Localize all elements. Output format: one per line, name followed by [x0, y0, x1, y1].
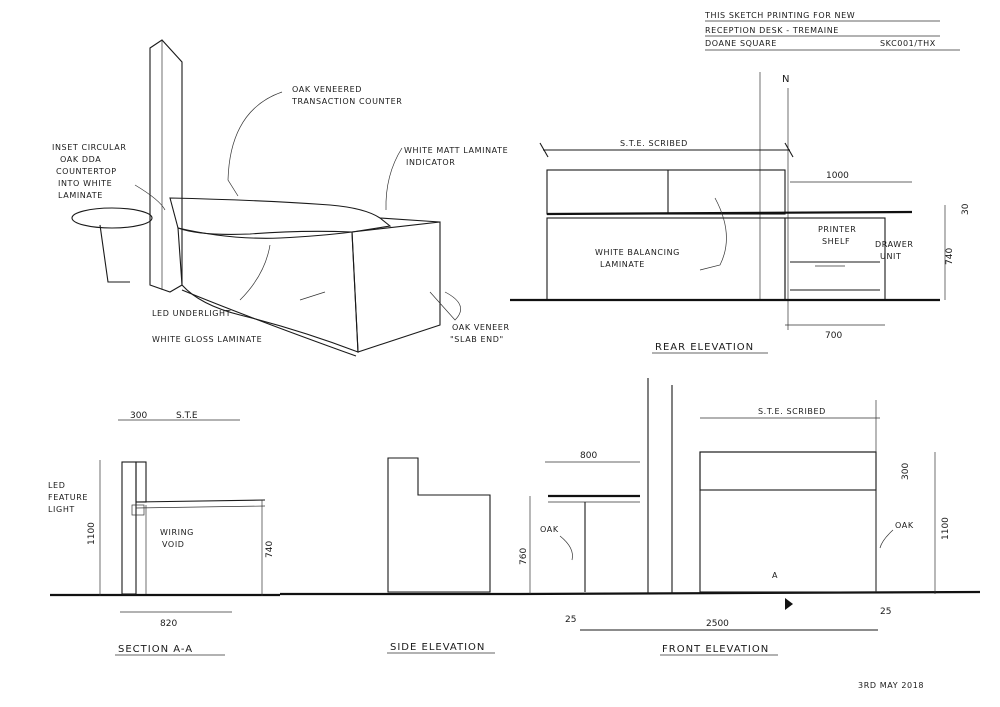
note-oak-end-2: "SLAB END" — [450, 335, 504, 344]
fe-dim-300: 300 — [901, 463, 911, 480]
side-elevation-title: SIDE ELEVATION — [390, 642, 485, 653]
dim-1000: 1000 — [826, 171, 849, 181]
section-aa: 300 S.T.E 1100 740 820 LED FEATURE LIGHT… — [48, 411, 280, 656]
note-inset-5: LAMINATE — [58, 191, 103, 200]
note-inset-4: INTO WHITE — [58, 179, 112, 188]
side-elevation: SIDE ELEVATION — [280, 457, 520, 654]
front-elevation-title: FRONT ELEVATION — [662, 644, 769, 655]
dim-30: 30 — [961, 203, 971, 215]
fe-dim-25b: 25 — [880, 607, 891, 617]
fe-dim-1100: 1100 — [941, 517, 951, 540]
sa-note-wiring-1: WIRING — [160, 528, 194, 537]
title-line-3: DOANE SQUARE — [705, 39, 777, 48]
title-line-1: THIS SKETCH PRINTING FOR NEW — [704, 11, 855, 20]
dim-700: 700 — [825, 331, 842, 341]
note-drawer-2: UNIT — [880, 252, 902, 261]
note-balancing-2: LAMINATE — [600, 260, 645, 269]
rear-elevation: N S.T.E. SCRIBED 1000 740 30 700 WHITE B… — [510, 72, 971, 354]
sa-note-wiring-2: VOID — [162, 540, 185, 549]
fe-marker-a: A — [772, 571, 778, 580]
dim-740: 740 — [945, 248, 955, 265]
front-elevation: 800 S.T.E. SCRIBED 300 1100 760 2500 25 … — [519, 378, 981, 656]
fe-note-oak-right: OAK — [895, 521, 914, 530]
note-printer-1: PRINTER — [818, 225, 856, 234]
drawing-date: 3RD MAY 2018 — [858, 681, 924, 690]
fe-note-oak-left: OAK — [540, 525, 559, 534]
note-white-gloss: WHITE GLOSS LAMINATE — [152, 335, 262, 344]
title-block: THIS SKETCH PRINTING FOR NEW RECEPTION D… — [704, 11, 960, 51]
note-oak-counter-1: OAK VENEERED — [292, 85, 362, 94]
rear-elevation-title: REAR ELEVATION — [655, 342, 754, 353]
sa-note-led-2: FEATURE — [48, 493, 88, 502]
fe-dim-25a: 25 — [565, 615, 576, 625]
note-white-matt-1: WHITE MATT LAMINATE — [404, 146, 508, 155]
sa-dim-300: 300 — [130, 411, 147, 421]
north-label: N — [782, 74, 790, 85]
note-printer-2: SHELF — [822, 237, 850, 246]
section-aa-title: SECTION A-A — [118, 644, 193, 655]
note-inset-1: INSET CIRCULAR — [52, 143, 127, 152]
note-inset-2: OAK DDA — [60, 155, 101, 164]
sa-dim-820: 820 — [160, 619, 177, 629]
perspective-view: INSET CIRCULAR OAK DDA COUNTERTOP INTO W… — [52, 39, 510, 357]
note-balancing-1: WHITE BALANCING — [595, 248, 680, 257]
note-inset-3: COUNTERTOP — [56, 167, 117, 176]
fe-dim-800: 800 — [580, 451, 597, 461]
sa-dim-1100: 1100 — [87, 522, 97, 545]
note-oak-end-1: OAK VENEER — [452, 323, 510, 332]
note-white-matt-2: INDICATOR — [406, 158, 455, 167]
fe-dim-760: 760 — [519, 548, 529, 565]
sa-dim-740: 740 — [265, 541, 275, 558]
note-drawer-1: DRAWER — [875, 240, 914, 249]
dim-ste-scribed: S.T.E. SCRIBED — [620, 139, 688, 148]
title-ref: SKC001/THX — [880, 39, 936, 48]
title-line-2: RECEPTION DESK - TREMAINE — [705, 26, 839, 35]
note-oak-counter-2: TRANSACTION COUNTER — [291, 97, 402, 106]
fe-dim-ste: S.T.E. SCRIBED — [758, 407, 826, 416]
sa-dim-ste: S.T.E — [176, 411, 198, 421]
sa-note-led-1: LED — [48, 481, 65, 490]
note-led-underlight: LED UNDERLIGHT — [152, 309, 231, 318]
fe-dim-2500: 2500 — [706, 619, 729, 629]
sa-note-led-3: LIGHT — [48, 505, 75, 514]
